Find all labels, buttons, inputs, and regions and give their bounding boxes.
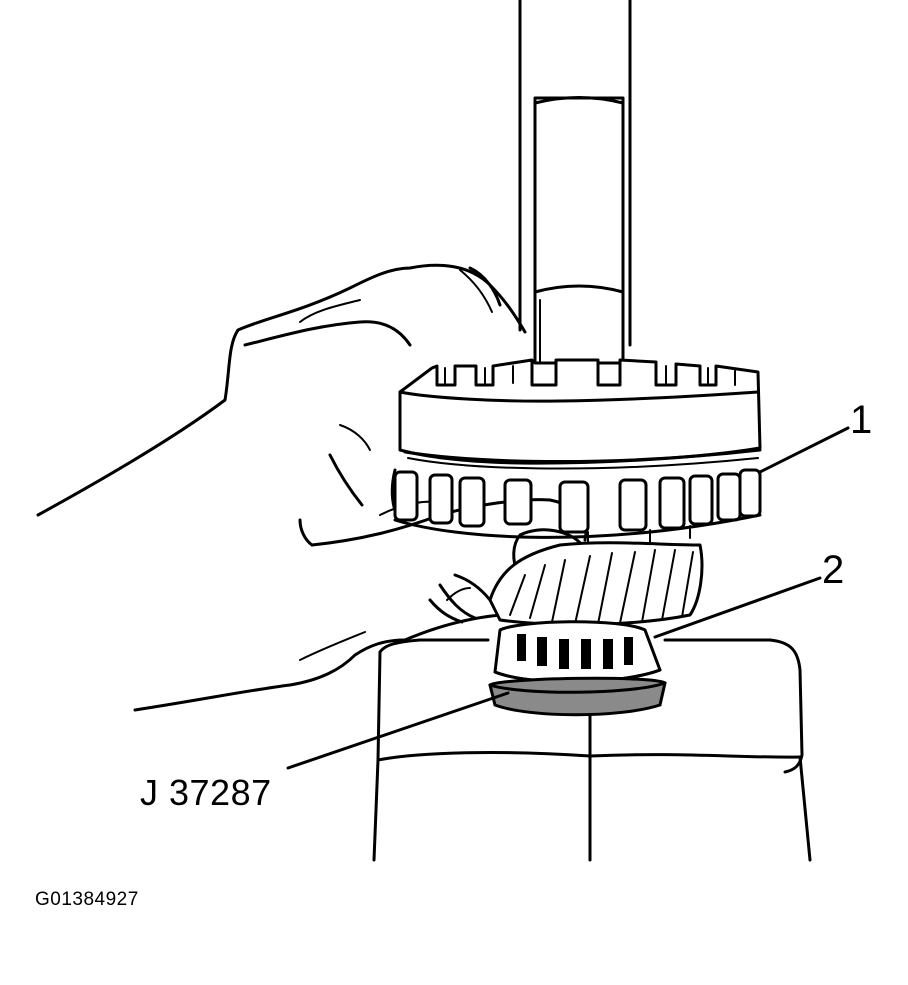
press-tool	[488, 676, 667, 717]
figure-id: G01384927	[35, 889, 139, 910]
spur-gear	[390, 468, 762, 546]
gear-housing	[398, 358, 762, 470]
helical-gear	[488, 541, 704, 627]
press-shaft	[533, 96, 625, 365]
callout-1: 1	[850, 398, 873, 442]
press-column	[518, 0, 632, 347]
tool-label: J 37287	[140, 772, 272, 813]
support-block	[372, 638, 812, 862]
leader-lines	[286, 426, 850, 770]
bearing	[493, 620, 662, 684]
callout-2: 2	[822, 548, 845, 592]
